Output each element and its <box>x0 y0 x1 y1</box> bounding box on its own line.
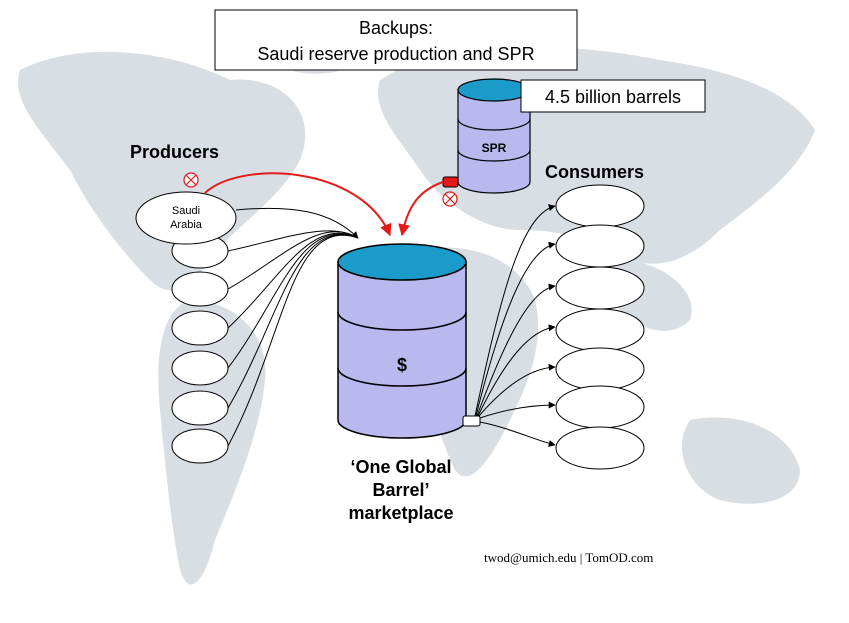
producer-ellipse-3 <box>171 271 229 307</box>
spr-valve <box>442 176 459 188</box>
australia-shape <box>681 417 800 504</box>
saudi-valve-closed-icon <box>183 172 199 188</box>
backup-arrows <box>204 172 444 237</box>
spr-capacity-box <box>520 79 706 113</box>
producers-heading: Producers <box>130 142 219 162</box>
consumer-ellipse-3 <box>555 266 645 310</box>
world-map-background <box>18 11 815 585</box>
saudi-label-line2: Arabia <box>170 219 203 231</box>
footer-credit: twod@umich.edu | TomOD.com <box>484 550 654 565</box>
barrel-caption: ‘One Global Barrel’ marketplace <box>348 457 454 523</box>
consumer-ellipse-1 <box>555 184 645 228</box>
spr-capacity: 4.5 billion barrels <box>545 87 681 107</box>
barrel-dollar-symbol: $ <box>397 355 407 375</box>
consumer-ellipse-5 <box>555 347 645 391</box>
producer-ellipse-7 <box>171 428 229 464</box>
producer-ellipse-6 <box>171 390 229 426</box>
spr-valve-closed-icon <box>442 191 458 207</box>
spr-backup-arrow <box>398 181 444 237</box>
consumer-ellipse-6 <box>555 385 645 429</box>
spr-label: SPR <box>482 141 507 155</box>
producer-ellipse-4 <box>171 310 229 346</box>
backups-line2: Saudi reserve production and SPR <box>257 44 534 64</box>
producer-arrows <box>227 207 359 447</box>
backups-line1: Backups: <box>359 18 433 38</box>
consumer-arrows <box>474 204 556 447</box>
producer-ellipses <box>135 191 237 464</box>
consumer-ellipse-4 <box>555 308 645 352</box>
saudi-backup-arrow <box>204 172 392 237</box>
saudi-label-line1: Saudi <box>172 205 200 217</box>
consumer-ellipse-2 <box>555 224 645 268</box>
producer-ellipse-saudi <box>135 191 237 245</box>
consumer-ellipse-7 <box>555 426 645 470</box>
spr-barrel: SPR <box>457 78 531 194</box>
barrel-outlet <box>462 415 481 427</box>
consumers-heading: Consumers <box>545 162 644 182</box>
backups-box <box>214 9 578 71</box>
consumer-ellipses <box>555 184 645 470</box>
north-america-shape <box>18 51 306 291</box>
main-barrel: $ <box>337 243 467 439</box>
producer-ellipse-5 <box>171 350 229 386</box>
